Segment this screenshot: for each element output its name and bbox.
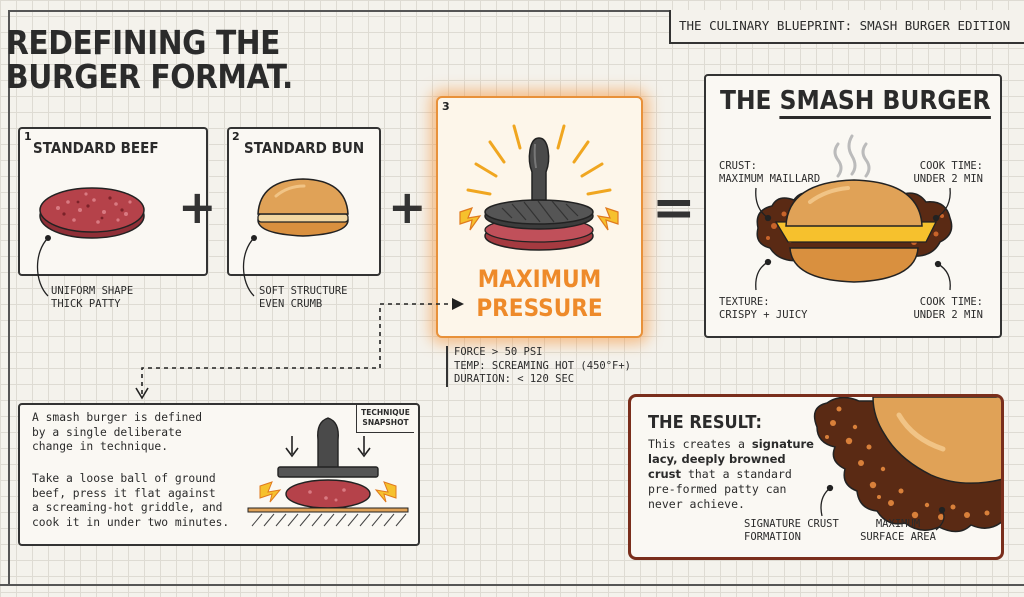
technique-connector-arrow xyxy=(135,298,464,400)
result-line-1-bold: signature xyxy=(751,437,814,451)
bun-callout-connector xyxy=(242,235,257,297)
beef-caption-line-1: UNIFORM SHAPE xyxy=(51,285,134,297)
signature-crust-label: SIGNATURE CRUST FORMATION xyxy=(744,518,839,544)
result-line-1-plain: This creates a xyxy=(648,437,752,451)
result-body: This creates a signature lacy, deeply br… xyxy=(648,437,814,512)
beef-caption-line-2: THICK PATTY xyxy=(51,298,121,310)
spec-temp: TEMP: SCREAMING HOT (450°F+) xyxy=(454,359,632,372)
pressure-specs: FORCE > 50 PSI TEMP: SCREAMING HOT (450°… xyxy=(446,346,631,387)
result-line-3: crust that a standard xyxy=(648,467,814,482)
technique-tag-line-2: SNAPSHOT xyxy=(362,418,409,427)
title-line-2: BURGER FORMAT. xyxy=(6,57,293,96)
page-frame xyxy=(8,10,1016,586)
beef-callout-connector xyxy=(36,235,51,297)
bottom-rule xyxy=(0,584,1024,586)
result-callout-lines xyxy=(820,484,946,531)
bun-icon xyxy=(257,178,349,237)
smash-title-prefix: THE xyxy=(720,86,780,116)
result-line-1: This creates a signature xyxy=(648,437,814,452)
crust-label: CRUST: MAXIMUM MAILLARD xyxy=(719,160,820,186)
cook-bottom-line-1: COOK TIME: xyxy=(919,296,983,308)
page-title: REDEFINING THE BURGER FORMAT. xyxy=(6,26,293,94)
result-line-2-bold: lacy, deeply browned xyxy=(648,452,786,466)
bun-caption-line-1: SOFT STRUCTURE xyxy=(259,285,348,297)
crust-label-line-1: CRUST: xyxy=(719,160,757,172)
spec-force: FORCE > 50 PSI xyxy=(454,346,543,358)
step-number: 2 xyxy=(232,130,240,143)
signature-crust-line-1: SIGNATURE CRUST xyxy=(744,518,839,530)
result-line-5: never achieve. xyxy=(648,497,745,511)
result-title: THE RESULT: xyxy=(648,412,762,433)
step-title: STANDARD BEEF xyxy=(33,139,159,157)
technique-press-icon xyxy=(247,417,409,527)
cook-time-top-label: COOK TIME: UNDER 2 MIN xyxy=(909,160,983,186)
technique-p2-line-1: Take a loose ball of ground xyxy=(32,472,216,485)
bun-caption: SOFT STRUCTURE EVEN CRUMB xyxy=(259,285,348,311)
beef-caption: UNIFORM SHAPE THICK PATTY xyxy=(51,285,133,311)
plus-operator: + xyxy=(178,180,217,234)
technique-paragraph-1: A smash burger is defined by a single de… xyxy=(32,411,202,455)
cook-time-bottom-label: COOK TIME: UNDER 2 MIN xyxy=(909,296,983,322)
result-line-2: lacy, deeply browned xyxy=(648,452,814,467)
technique-p1-line-1: A smash burger is defined xyxy=(32,411,203,424)
technique-tag: TECHNIQUE SNAPSHOT xyxy=(356,405,414,433)
cook-top-line-1: COOK TIME: xyxy=(919,160,983,172)
bun-caption-line-2: EVEN CRUMB xyxy=(259,298,323,310)
pressure-title-line-2: PRESSURE xyxy=(476,294,603,322)
result-line-3-bold: crust xyxy=(648,467,682,481)
texture-label: TEXTURE: CRISPY + JUICY xyxy=(719,296,808,322)
smash-burger-illustration xyxy=(756,134,953,283)
beef-patty-icon xyxy=(39,187,145,239)
result-line-4: pre-formed patty can xyxy=(648,482,787,496)
smash-press-icon xyxy=(459,124,619,251)
texture-label-line-2: CRISPY + JUICY xyxy=(719,309,808,321)
result-line-3-plain: that a standard xyxy=(681,467,792,481)
signature-crust-line-2: FORMATION xyxy=(744,531,801,543)
step-number: 3 xyxy=(442,100,450,113)
result-card xyxy=(628,394,1004,560)
technique-p1-line-3: change in technique. xyxy=(32,440,169,453)
equals-operator: = xyxy=(652,178,696,238)
blueprint-label: THE CULINARY BLUEPRINT: SMASH BURGER EDI… xyxy=(679,18,1011,33)
cook-bottom-line-2: UNDER 2 MIN xyxy=(913,309,983,321)
surface-area-line-2: SURFACE AREA xyxy=(860,531,936,543)
step-title: STANDARD BUN xyxy=(244,139,365,157)
blueprint-tag xyxy=(669,10,1024,44)
crust-closeup-illustration xyxy=(813,397,1001,533)
spec-duration: DURATION: < 120 SEC xyxy=(454,373,575,385)
title-line-1: REDEFINING THE xyxy=(6,23,281,62)
plus-operator: + xyxy=(388,180,427,234)
smash-burger-title: THE SMASH BURGER xyxy=(720,86,991,119)
technique-p2-line-4: cook it in under two minutes. xyxy=(32,515,230,529)
smash-title-underlined: SMASH BURGER xyxy=(779,86,991,119)
crust-label-line-2: MAXIMUM MAILLARD xyxy=(719,173,821,185)
pressure-title-line-1: MAXIMUM xyxy=(477,265,602,293)
technique-p2-line-3: a screaming-hot griddle, and xyxy=(32,501,223,514)
cook-top-line-2: UNDER 2 MIN xyxy=(913,173,983,185)
technique-paragraph-2: Take a loose ball of ground beef, press … xyxy=(32,472,229,530)
surface-area-label: MAXIMUM SURFACE AREA xyxy=(851,518,945,544)
texture-label-line-1: TEXTURE: xyxy=(719,296,770,308)
smash-callout-lines xyxy=(755,187,951,291)
step-card-bun xyxy=(227,127,381,276)
surface-area-line-1: MAXIMUM xyxy=(875,518,921,530)
technique-p2-line-2: beef, press it flat against xyxy=(32,486,216,500)
step-number: 1 xyxy=(24,130,32,143)
technique-tag-line-1: TECHNIQUE xyxy=(361,408,410,417)
technique-p1-line-2: by a single deliberate xyxy=(32,425,182,439)
